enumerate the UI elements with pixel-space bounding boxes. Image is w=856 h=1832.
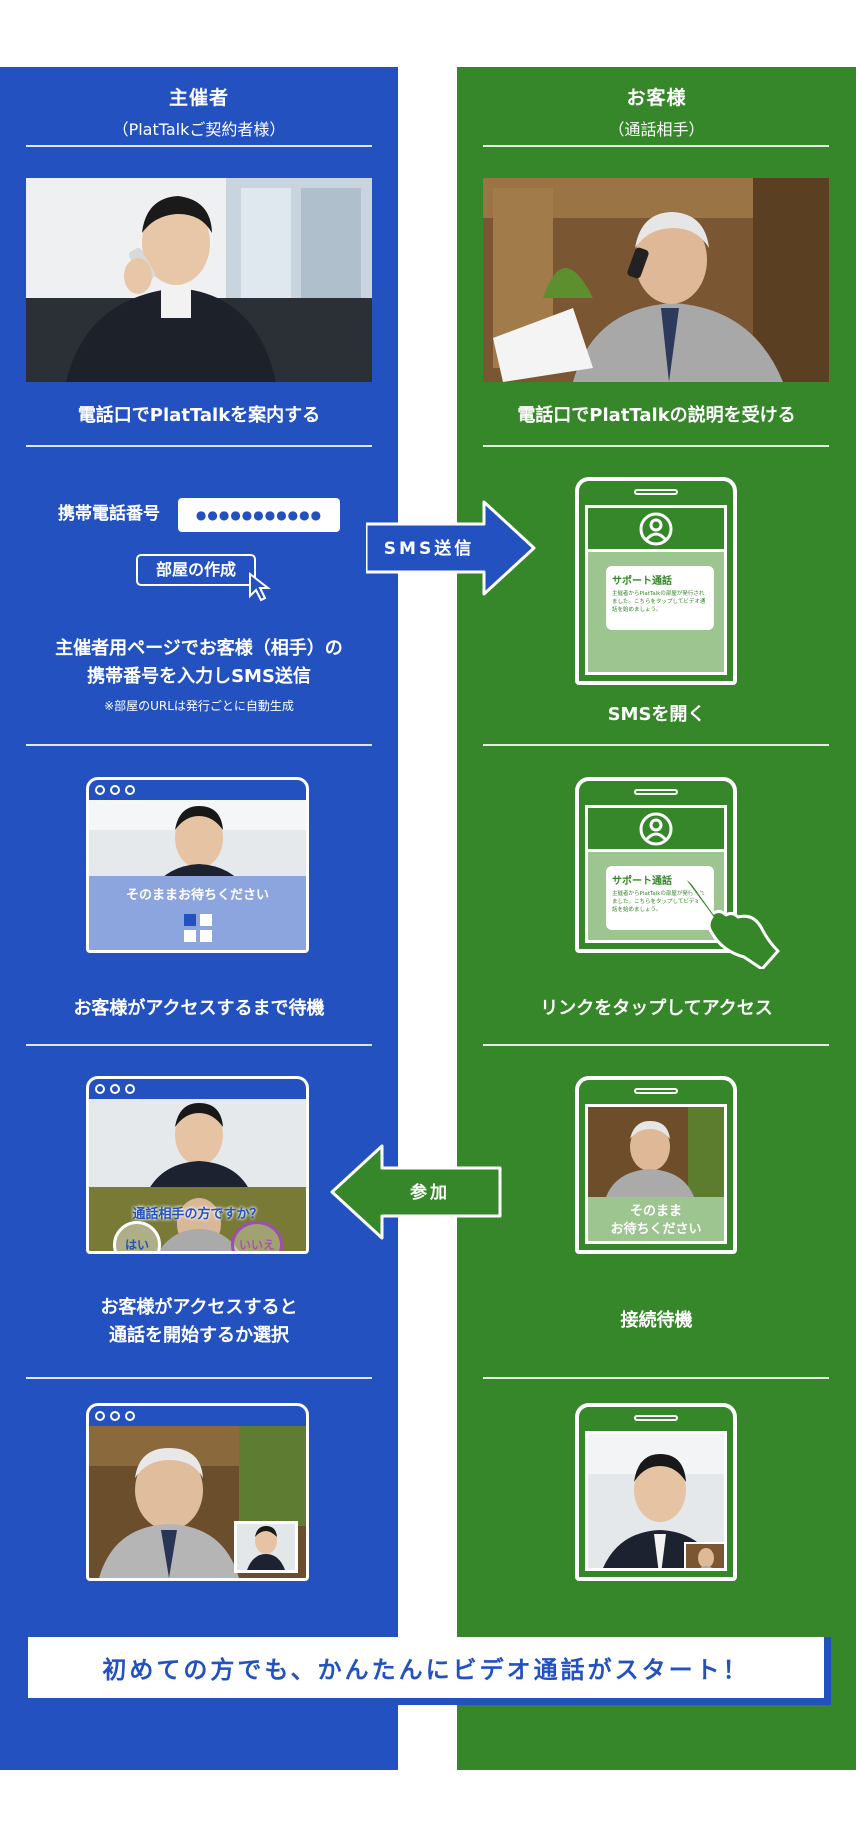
sms-bubble[interactable]: サポート通話 主催者からPlatTalkの部屋が発行されました。こちらをタップし… — [606, 566, 714, 630]
cursor-icon — [249, 572, 271, 602]
organizer-select-window: 通話相手の方ですか？ はい いいえ — [86, 1076, 309, 1254]
sms-send-label: SMS送信 — [383, 539, 475, 559]
divider — [483, 1377, 829, 1379]
join-label: 参加 — [410, 1183, 450, 1203]
organizer-photo — [26, 178, 372, 382]
bottom-banner: 初めての方でも、かんたんにビデオ通話がスタート！ — [28, 1637, 831, 1705]
divider — [26, 1044, 372, 1046]
organizer-step4-caption: お客様がアクセスすると 通話を開始するか選択 — [0, 1294, 398, 1350]
contact-header — [588, 808, 724, 852]
tapping-hand-icon — [682, 877, 780, 969]
sms-send-arrow — [366, 500, 536, 596]
divider — [483, 445, 829, 447]
select-screen: 通話相手の方ですか？ はい いいえ — [89, 1099, 306, 1251]
waiting-text-line1: そのまま — [629, 1204, 682, 1219]
sms-screen: サポート通話 主催者からPlatTalkの部屋が発行されました。こちらをタップし… — [585, 505, 727, 675]
call-screen — [89, 1426, 306, 1578]
waiting-text: そのまま お待ちください — [588, 1203, 724, 1239]
organizer-step2-line1: 主催者用ページでお客様（相手）の — [55, 638, 343, 659]
sms-screen: サポート通話 主催者からPlatTalkの部屋が発行されました。こちらをタップし… — [585, 805, 727, 943]
divider — [483, 145, 829, 147]
customer-phone-tap: サポート通話 主催者からPlatTalkの部屋が発行されました。こちらをタップし… — [575, 777, 737, 953]
join-arrow — [330, 1144, 502, 1240]
customer-step3-caption: リンクをタップしてアクセス — [540, 998, 773, 1019]
divider — [26, 1377, 372, 1379]
create-room-button[interactable]: 部屋の作成 — [136, 554, 256, 586]
organizer-subtitle: （PlatTalkご契約者様） — [112, 120, 286, 139]
waiting-overlay-text: そのままお待ちください — [125, 888, 269, 903]
customer-column: お客様 （通話相手） 電話口でPlatTalkの説明を受ける — [457, 67, 856, 1770]
banner-text: 初めての方でも、かんたんにビデオ通話がスタート！ — [102, 1656, 750, 1684]
window-bar — [89, 780, 306, 800]
user-icon — [639, 812, 673, 845]
organizer-step2-caption: 主催者用ページでお客様（相手）の 携帯番号を入力しSMS送信 — [0, 635, 398, 691]
contact-header — [588, 508, 724, 552]
sms-body: 主催者からPlatTalkの部屋が発行されました。こちらをタップしてビデオ通話を… — [612, 591, 706, 613]
divider — [483, 744, 829, 746]
customer-step4-caption: 接続待機 — [620, 1310, 693, 1331]
organizer-step4-line2: 通話を開始するか選択 — [109, 1325, 289, 1346]
user-icon — [639, 512, 673, 545]
customer-phone-waiting: そのまま お待ちください — [575, 1076, 737, 1254]
divider — [26, 445, 372, 447]
waiting-overlay: そのままお待ちください — [89, 876, 306, 950]
sms-body: 主催者からPlatTalkの部屋が発行されました。こちらをタップしてビデオ通話を… — [612, 891, 706, 913]
organizer-step1-caption: 電話口でPlatTalkを案内する — [77, 405, 321, 426]
divider — [26, 145, 372, 147]
organizer-call-window — [86, 1403, 309, 1581]
sms-title: サポート通話 — [612, 576, 672, 587]
phone-speaker — [634, 789, 678, 795]
sms-bubble[interactable]: サポート通話 主催者からPlatTalkの部屋が発行されました。こちらをタップし… — [606, 866, 714, 930]
organizer-title: 主催者 — [168, 87, 229, 109]
customer-phone-sms: サポート通話 主催者からPlatTalkの部屋が発行されました。こちらをタップし… — [575, 477, 737, 685]
phone-speaker — [634, 1088, 678, 1094]
organizer-step2-line2: 携帯番号を入力しSMS送信 — [87, 666, 311, 687]
phone-speaker — [634, 489, 678, 495]
phone-number-input[interactable]: ●●●●●●●●●●● — [178, 498, 340, 532]
organizer-step4-line1: お客様がアクセスすると — [100, 1297, 298, 1318]
organizer-column: 主催者 （PlatTalkご契約者様） 電話口でPlatTalkを案内する 携帯… — [0, 67, 398, 1770]
customer-phone-call — [575, 1403, 737, 1581]
sms-title: サポート通話 — [612, 876, 672, 887]
loading-icon — [184, 914, 214, 944]
no-button[interactable]: いいえ — [231, 1221, 283, 1251]
organizer-waiting-window: そのままお待ちください — [86, 777, 309, 953]
customer-step2-caption: SMSを開く — [607, 704, 706, 725]
call-screen — [585, 1431, 727, 1571]
customer-step1-caption: 電話口でPlatTalkの説明を受ける — [517, 405, 796, 426]
organizer-header: 主催者 （PlatTalkご契約者様） — [0, 83, 398, 140]
divider — [26, 744, 372, 746]
customer-header: お客様 （通話相手） — [457, 83, 856, 140]
window-bar — [89, 1406, 306, 1426]
customer-title: お客様 — [626, 87, 687, 109]
organizer-step3-caption: お客様がアクセスするまで待機 — [73, 998, 325, 1019]
question-overlay: 通話相手の方ですか？ — [132, 1207, 263, 1222]
phone-number-label: 携帯電話番号 — [58, 504, 160, 524]
waiting-screen: そのまま お待ちください — [585, 1104, 727, 1244]
waiting-text-line2: お待ちください — [610, 1222, 702, 1237]
phone-speaker — [634, 1415, 678, 1421]
customer-subtitle: （通話相手） — [608, 120, 705, 139]
window-bar — [89, 1079, 306, 1099]
divider — [483, 1044, 829, 1046]
customer-photo — [483, 178, 829, 382]
waiting-screen: そのままお待ちください — [89, 800, 306, 950]
waiting-overlay: そのまま お待ちください — [588, 1197, 724, 1241]
organizer-step2-note: ※部屋のURLは発行ごとに自動生成 — [104, 699, 294, 713]
